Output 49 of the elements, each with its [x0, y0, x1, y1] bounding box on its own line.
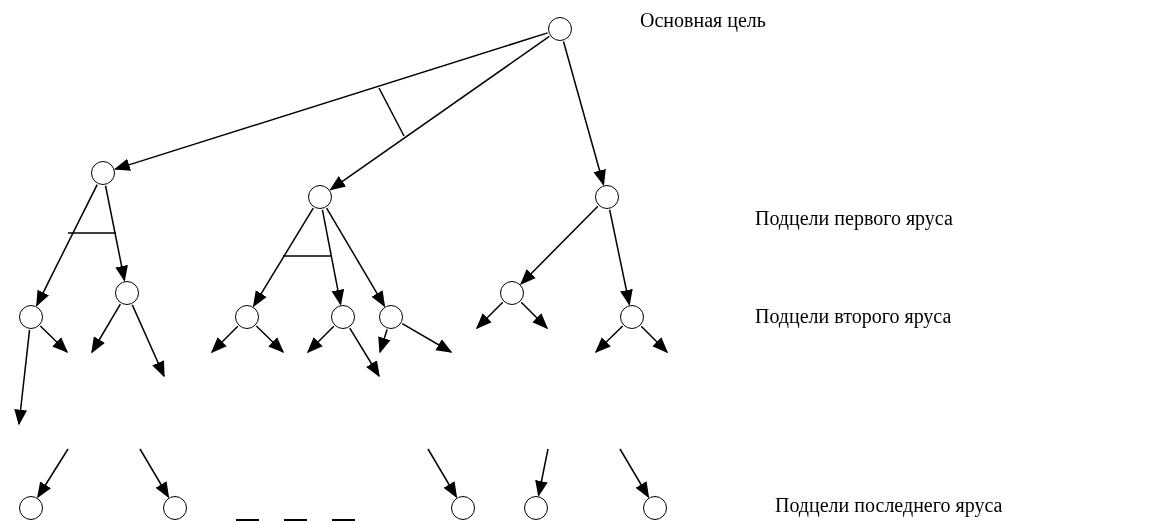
tier-label: Подцели первого яруса — [755, 206, 953, 230]
arrow — [139, 448, 170, 499]
goal-circle — [500, 281, 524, 305]
arrow — [349, 327, 380, 378]
arrow — [378, 328, 391, 354]
arrow — [520, 301, 549, 330]
arrow — [520, 205, 599, 285]
goal-circle — [548, 17, 572, 41]
arrow — [131, 304, 165, 378]
arrow — [14, 329, 31, 426]
arrow — [619, 448, 650, 499]
arrow — [535, 448, 549, 497]
goal-circle — [308, 185, 332, 209]
goal-circle — [331, 305, 355, 329]
arrow — [36, 183, 98, 307]
arrow — [475, 301, 504, 330]
arrow — [427, 448, 458, 499]
arrow — [37, 448, 69, 499]
goal-circle — [19, 496, 43, 520]
arrow — [91, 303, 122, 354]
goal-circle — [19, 305, 43, 329]
tier-label: Подцели последнего яруса — [775, 493, 1003, 517]
arrow — [594, 325, 624, 354]
tier-label: Подцели второго яруса — [755, 304, 952, 328]
arrow — [252, 207, 314, 308]
goal-circle — [620, 305, 644, 329]
goal-circle — [643, 496, 667, 520]
arrow — [325, 207, 386, 308]
goal-circle — [115, 281, 139, 305]
arrow — [640, 325, 669, 354]
goal-circle — [163, 496, 187, 520]
goal-circle — [379, 305, 403, 329]
arrow — [329, 35, 551, 191]
goal-circle — [595, 185, 619, 209]
arrow — [306, 325, 335, 354]
tier-label: Основная цель — [640, 8, 766, 32]
goal-circle — [524, 496, 548, 520]
arrow — [562, 40, 606, 186]
arrow — [321, 209, 345, 306]
goal-circle — [91, 161, 115, 185]
goal-circle — [235, 305, 259, 329]
arrow — [608, 209, 633, 306]
arrow — [210, 325, 239, 354]
arrow — [401, 322, 453, 353]
goal-circle — [451, 496, 475, 520]
arrow — [39, 325, 69, 354]
arrow — [113, 32, 549, 171]
arrow — [104, 185, 128, 282]
arrow — [255, 325, 285, 354]
